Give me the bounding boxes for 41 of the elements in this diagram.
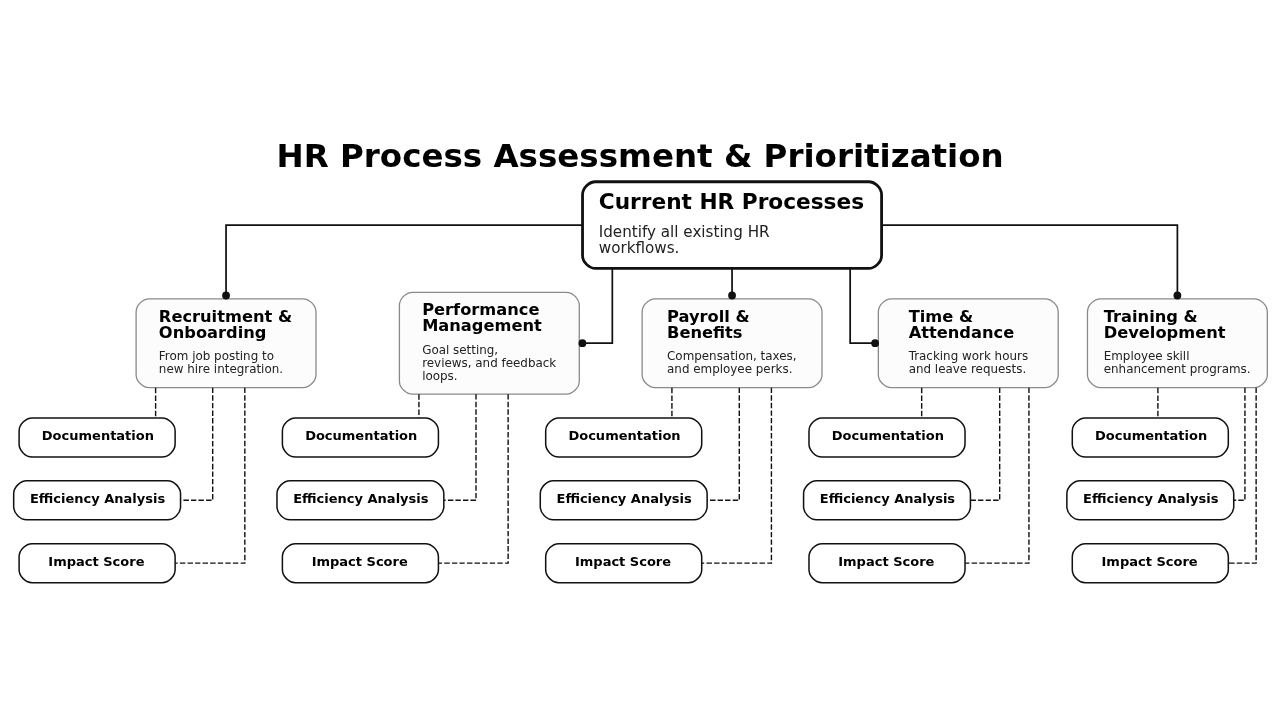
connector [700, 387, 772, 564]
node-box: Current HR Processes Identify all existing HR workflows. [580, 180, 883, 270]
connector [1156, 387, 1159, 419]
connector [920, 387, 922, 419]
node-box: Training & Development Employee skill enhancement programs. [1086, 298, 1268, 389]
node-box: Efficiency Analysis [539, 480, 708, 521]
node-box: Time & Attendance Tracking work hours and leave requests. [877, 298, 1059, 389]
node-box: Documentation [544, 417, 702, 458]
node-box: Efficiency Analysis [12, 480, 181, 521]
connector [1232, 387, 1246, 502]
node-box: Impact Score [807, 542, 966, 584]
node-box: Documentation [1071, 417, 1229, 458]
node-box: Efficiency Analysis [275, 480, 445, 521]
connector [727, 267, 736, 300]
connector [221, 224, 583, 300]
connector [963, 387, 1030, 564]
node-box: Impact Score [281, 542, 439, 584]
node-box: Efficiency Analysis [1065, 480, 1234, 521]
node-box: Impact Score [1071, 542, 1229, 584]
node-box: Impact Score [17, 542, 176, 584]
node-box: Documentation [17, 417, 176, 458]
diagram-title: HR Process Assessment & Prioritization [275, 136, 1004, 175]
connector [706, 387, 740, 502]
node-box: Documentation [807, 417, 966, 458]
connector [578, 267, 613, 348]
node-box: Payroll & Benefits Compensation, taxes, and employee perks. [641, 298, 823, 389]
node-box: Impact Score [544, 542, 702, 584]
connector [670, 387, 673, 419]
connector [1227, 387, 1257, 564]
node-box: Efficiency Analysis [802, 480, 971, 521]
connector [174, 387, 246, 564]
node-box: Documentation [281, 417, 439, 458]
connector [442, 393, 477, 502]
node-box: Performance Management Goal setting, reviews, and feedback loops. [398, 291, 580, 395]
connector [154, 387, 156, 419]
connector [880, 224, 1181, 300]
connector [437, 393, 509, 564]
connector [417, 393, 420, 419]
connector [848, 267, 879, 348]
connector [969, 387, 1000, 502]
node-box: Recruitment & Onboarding From job posting to new hire integration. [134, 298, 317, 389]
